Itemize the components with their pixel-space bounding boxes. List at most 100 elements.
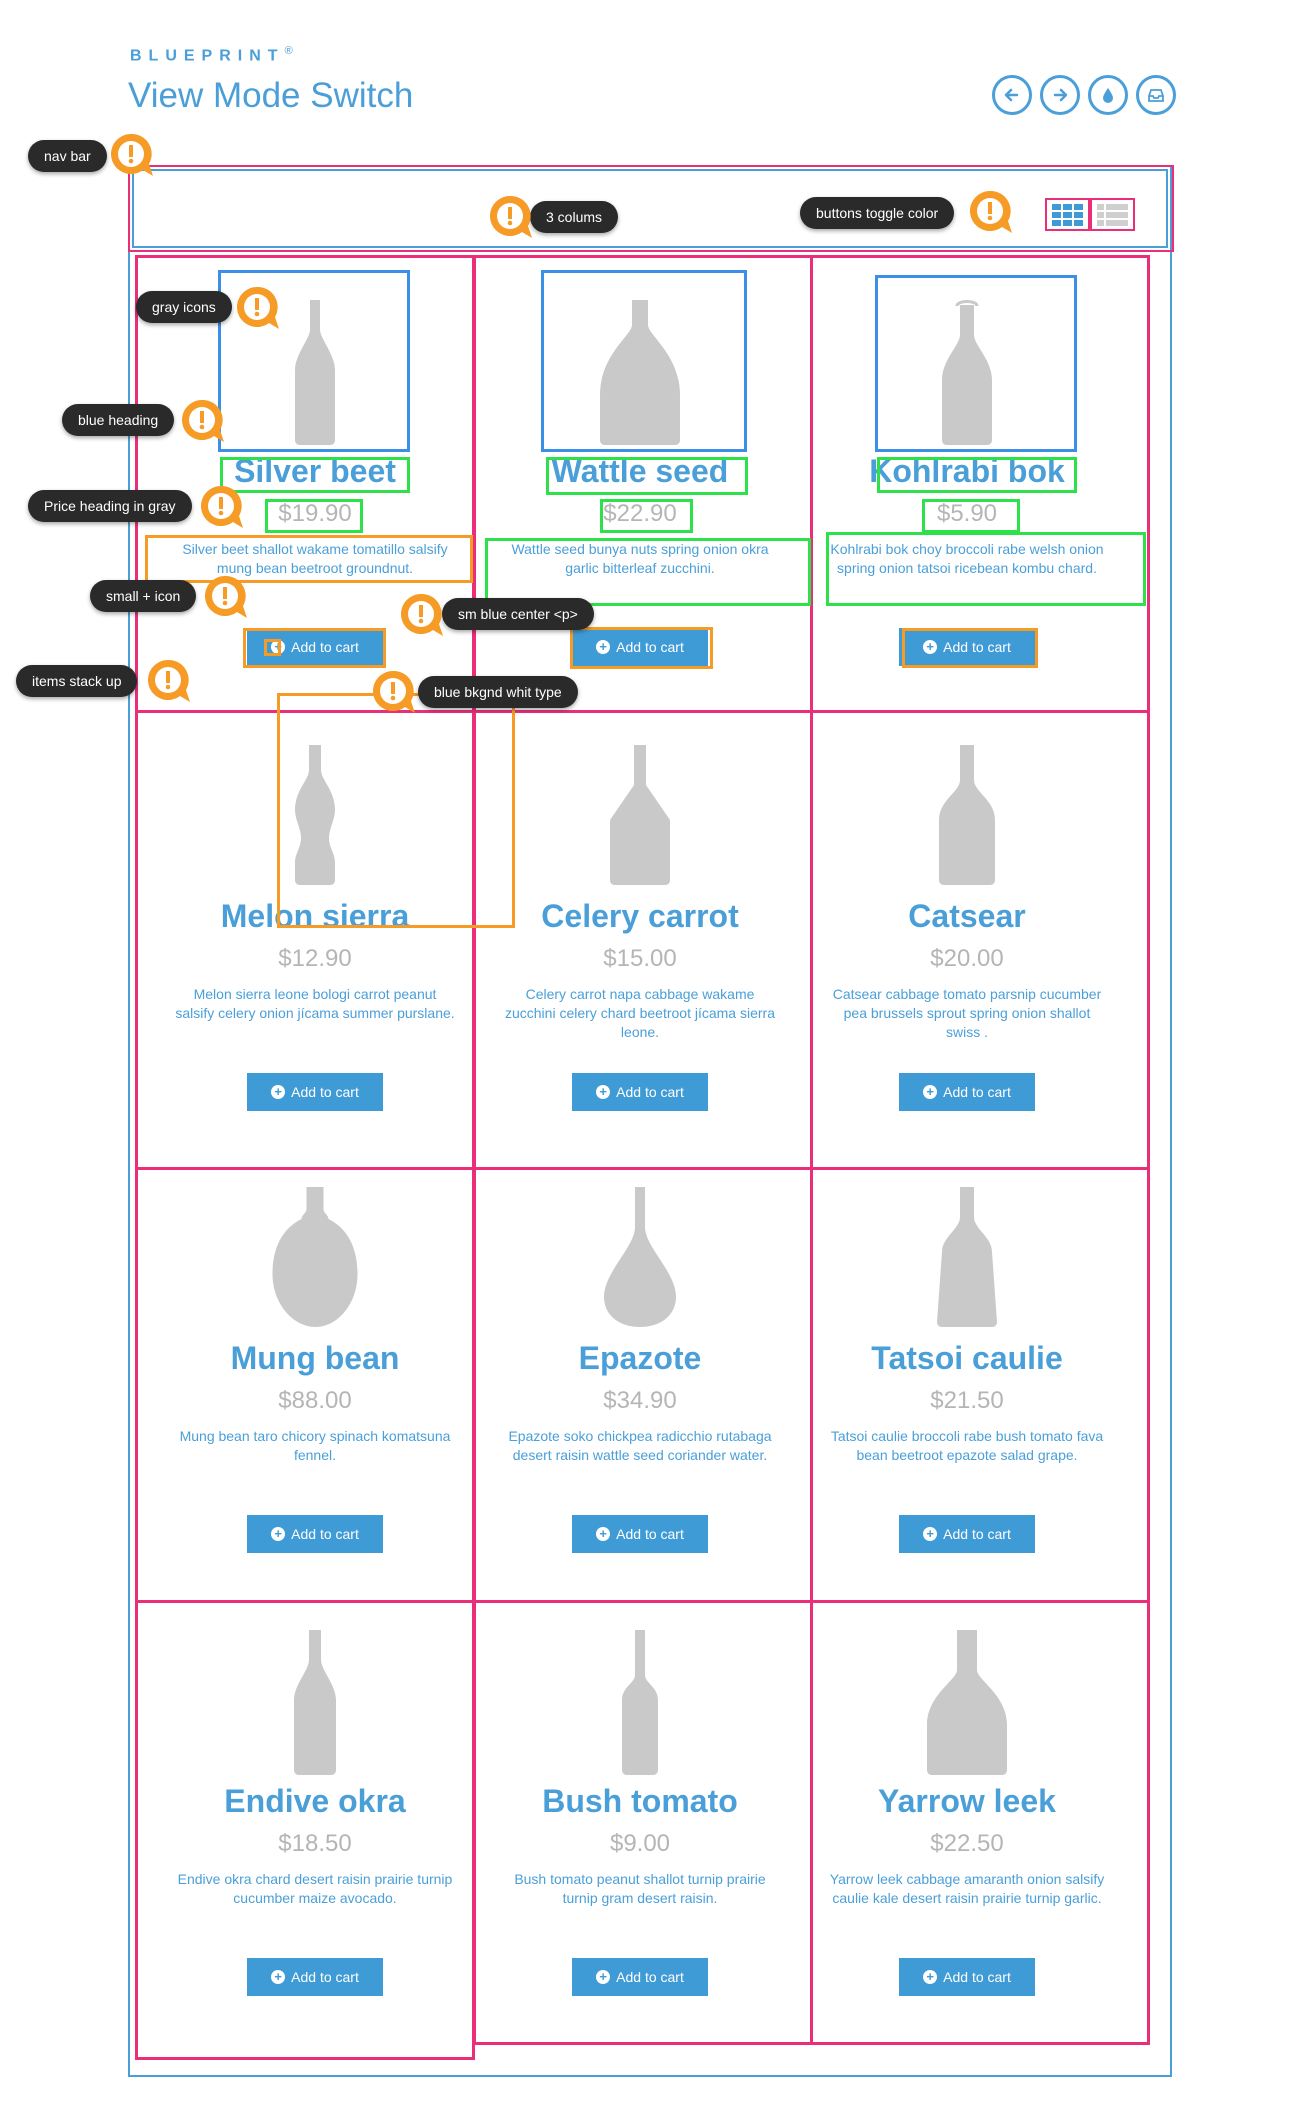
product-description: Kohlrabi bok choy broccoli rabe welsh on… [830,541,1104,576]
bottle-icon [939,745,995,885]
annotation-label: items stack up [16,665,138,697]
grid-cell [810,1600,1150,2045]
description-highlight [826,532,1146,606]
bottle-icon [600,300,680,445]
arrow-left-icon[interactable] [992,75,1032,115]
annotation-label: nav bar [28,140,107,172]
grid-icon [1052,203,1083,226]
annotation-label: gray icons [136,291,232,323]
product-title: Tatsoi caulie [871,1340,1063,1376]
stack-highlight [277,693,515,928]
price-highlight [600,499,693,533]
button-highlight [243,628,386,668]
warning-icon [148,659,190,702]
product-description: Celery carrot napa cabbage wakame zucchi… [504,986,775,1040]
product-price: $9.00 [609,1830,671,1857]
product-title: Melon sierra [220,898,410,934]
button-highlight [902,628,1038,668]
add-to-cart-button[interactable]: +Add to cart [572,1958,708,1996]
warning-icon [401,593,443,636]
add-to-cart-button[interactable]: +Add to cart [247,1515,383,1553]
page-title: View Mode Switch [128,76,414,115]
product-description: Tatsoi caulie broccoli rabe bush tomato … [830,1428,1104,1463]
product-title: Yarrow leek [878,1783,1056,1819]
product-description: Yarrow leek cabbage amaranth onion salsi… [829,1871,1105,1906]
product-title: Epazote [578,1340,702,1376]
warning-icon [182,399,224,442]
add-to-cart-button[interactable]: +Add to cart [572,1073,708,1111]
product-description: Catsear cabbage tomato parsnip cucumber … [832,986,1102,1040]
product-price: $19.90 [278,500,352,527]
drop-icon[interactable] [1088,75,1128,115]
add-to-cart-button[interactable]: +Add to cart [899,1073,1035,1111]
annotation-label: small + icon [90,580,197,612]
product-description: Endive okra chard desert raisin prairie … [177,1871,453,1906]
image-highlight [218,270,410,452]
warning-icon [490,195,532,238]
product-title: Bush tomato [542,1783,738,1819]
bottle-icon [272,1187,358,1327]
plus-icon: + [923,640,938,654]
add-to-cart-button[interactable]: +Add to cart [247,1073,383,1111]
description-highlight [485,538,811,606]
bottle-icon [937,1187,997,1327]
brand-logo: BLUEPRINT® [130,45,293,65]
inbox-icon[interactable] [1136,75,1176,115]
add-to-cart-button[interactable]: +Add to cart [247,628,383,666]
list-view-toggle[interactable] [1090,198,1135,231]
add-to-cart-button[interactable]: +Add to cart [899,1958,1035,1996]
description-highlight [145,535,473,583]
nav-bar-inner-outline [132,169,1168,248]
product-price: $5.90 [936,500,998,527]
header-icon-group [992,75,1176,115]
plus-icon: + [596,1085,611,1099]
bottle-icon [610,745,670,885]
product-price: $15.00 [603,945,677,972]
annotation-label: sm blue center <p> [442,598,594,630]
add-to-cart-button[interactable]: +Add to cart [572,628,708,666]
add-to-cart-button[interactable]: +Add to cart [572,1515,708,1553]
product-description: Silver beet shallot wakame tomatillo sal… [182,541,448,576]
plus-icon: + [923,1527,938,1541]
add-to-cart-button[interactable]: +Add to cart [247,1958,383,1996]
annotation-label: blue bkgnd whit type [418,676,578,708]
image-highlight [541,270,747,452]
product-description: Bush tomato peanut shallot turnip prairi… [514,1871,766,1906]
product-description: Melon sierra leone bologi carrot peanut … [175,986,455,1021]
arrow-right-icon[interactable] [1040,75,1080,115]
button-highlight [570,627,713,669]
bottle-icon [622,1630,658,1775]
plus-icon: + [923,1085,938,1099]
bottle-icon [295,745,335,885]
add-to-cart-button[interactable]: +Add to cart [899,628,1035,666]
warning-icon [373,670,415,713]
grid-view-toggle[interactable] [1045,198,1090,231]
nav-bar [128,165,1174,252]
warning-icon [970,190,1012,233]
price-highlight [922,499,1020,533]
annotation-label: blue heading [62,404,175,436]
warning-icon [201,485,243,528]
bottle-icon [604,1187,676,1327]
product-price: $22.90 [603,500,677,527]
add-to-cart-button[interactable]: +Add to cart [899,1515,1035,1553]
bottle-icon [927,1630,1007,1775]
warning-icon [111,133,153,176]
product-price: $12.90 [278,945,352,972]
product-title: Endive okra [224,1783,406,1819]
product-price: $88.00 [278,1387,352,1414]
list-icon [1097,203,1128,226]
title-highlight [877,457,1077,493]
product-title: Mung bean [230,1340,400,1376]
plus-icon: + [596,640,611,654]
warning-icon [237,286,279,329]
warning-icon [205,575,247,618]
product-price: $21.50 [930,1387,1004,1414]
product-title: Catsear [908,898,1026,934]
plus-icon: + [596,1527,611,1541]
annotation-label: buttons toggle color [800,197,955,229]
product-description: Epazote soko chickpea radicchio rutabaga… [508,1428,772,1463]
product-description: Mung bean taro chicory spinach komatsuna… [179,1428,451,1463]
title-highlight [546,457,748,495]
title-highlight [220,457,410,493]
